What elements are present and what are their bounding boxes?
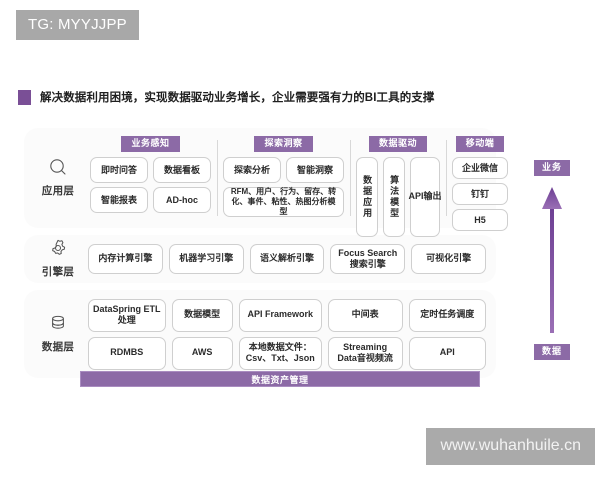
group-exploration-insight: 探索洞察 探索分析 智能洞察 RFM、用户、行为、留存、转化、事件、粘性、热图分…: [217, 134, 350, 222]
data-items: DataSpring ETL处理 数据模型 API Framework 中间表 …: [84, 298, 486, 370]
app-item-box-vertical[interactable]: 数据应用: [356, 157, 378, 237]
app-item-box[interactable]: 探索分析: [223, 157, 281, 183]
gear-icon: [32, 238, 84, 258]
app-item-box[interactable]: 企业微信: [452, 157, 508, 179]
app-item-box-models[interactable]: RFM、用户、行为、留存、转化、事件、粘性、热图分析模型: [223, 187, 344, 217]
up-arrow-icon: [541, 176, 563, 344]
engine-item-box[interactable]: Focus Search 搜索引擎: [330, 244, 406, 274]
data-item-box[interactable]: API Framework: [238, 298, 322, 332]
app-item-box[interactable]: 智能洞察: [286, 157, 344, 183]
layer-application-label: 应用层: [32, 157, 84, 199]
architecture-diagram: 应用层 业务感知 即时问答 数据看板 智能报表 AD-hoc: [24, 128, 508, 378]
data-item-box[interactable]: Streaming Data音视频流: [327, 336, 403, 370]
data-item-box[interactable]: DataSpring ETL处理: [88, 298, 166, 332]
layer-data-title: 数据层: [41, 341, 75, 353]
group-title-mobile: 移动端: [455, 136, 505, 152]
group-row: 智能报表 AD-hoc: [90, 187, 211, 213]
page-headline: 解决数据利用困境，实现数据驱动业务增长，企业需要强有力的BI工具的支撑: [18, 89, 435, 105]
layer-application-title: 应用层: [41, 185, 75, 197]
layer-engine-label: 引擎层: [32, 238, 84, 280]
layer-application: 应用层 业务感知 即时问答 数据看板 智能报表 AD-hoc: [24, 128, 508, 237]
group-body-business-sensing: 即时问答 数据看板 智能报表 AD-hoc: [90, 157, 211, 213]
layer-data-label: 数据层: [32, 313, 84, 355]
app-item-box[interactable]: 即时问答: [90, 157, 148, 183]
group-row: 探索分析 智能洞察: [223, 157, 344, 183]
value-axis: 业务 数据: [523, 160, 581, 360]
group-row: 即时问答 数据看板: [90, 157, 211, 183]
data-item-box[interactable]: API: [408, 336, 486, 370]
site-watermark: www.wuhanhuile.cn: [426, 428, 595, 465]
group-business-sensing: 业务感知 即时问答 数据看板 智能报表 AD-hoc: [84, 134, 217, 222]
database-icon: [32, 313, 84, 333]
app-item-box[interactable]: AD-hoc: [153, 187, 211, 213]
group-title-data-driven: 数据驱动: [368, 136, 427, 152]
engine-item-box[interactable]: 可视化引擎: [411, 244, 486, 274]
data-item-box[interactable]: 中间表: [327, 298, 403, 332]
group-body-data-driven: 数据应用 算法模型 API输出: [356, 157, 442, 237]
data-row-bottom: RDMBS AWS 本地数据文件：Csv、Txt、Json Streaming …: [88, 336, 486, 370]
application-groups: 业务感知 即时问答 数据看板 智能报表 AD-hoc 探索洞察: [84, 134, 514, 237]
app-item-box-vertical[interactable]: API输出: [409, 157, 442, 237]
magnifier-icon: [32, 157, 84, 177]
group-data-driven: 数据驱动 数据应用 算法模型 API输出: [350, 134, 446, 237]
mobile-items: 企业微信 钉钉 H5: [452, 157, 508, 231]
app-item-box[interactable]: 钉钉: [452, 183, 508, 205]
tg-badge: TG: MYYJJPP: [16, 10, 139, 40]
layer-engine-title: 引擎层: [41, 266, 75, 278]
group-row: 数据应用 算法模型 API输出: [356, 157, 442, 237]
group-title-business-sensing: 业务感知: [121, 136, 180, 152]
app-item-box[interactable]: 数据看板: [153, 157, 211, 183]
data-item-box[interactable]: AWS: [171, 336, 233, 370]
data-item-box[interactable]: 定时任务调度: [408, 298, 486, 332]
headline-text: 解决数据利用困境，实现数据驱动业务增长，企业需要强有力的BI工具的支撑: [40, 92, 435, 104]
app-item-box-vertical[interactable]: 算法模型: [383, 157, 405, 237]
group-row: RFM、用户、行为、留存、转化、事件、粘性、热图分析模型: [223, 187, 344, 217]
engine-item-box[interactable]: 内存计算引擎: [88, 244, 163, 274]
headline-marker-icon: [18, 89, 31, 105]
layer-engine: 引擎层 内存计算引擎 机器学习引擎 语义解析引擎 Focus Search 搜索…: [24, 235, 496, 283]
app-item-box[interactable]: H5: [452, 209, 508, 231]
group-title-exploration-insight: 探索洞察: [254, 136, 313, 152]
layer-data: 数据层 DataSpring ETL处理 数据模型 API Framework …: [24, 290, 496, 378]
axis-top-label: 业务: [533, 160, 570, 176]
data-asset-management-bar: 数据资产管理: [80, 371, 480, 387]
data-item-box[interactable]: 数据模型: [171, 298, 233, 332]
data-item-box[interactable]: RDMBS: [88, 336, 166, 370]
group-mobile: 移动端 企业微信 钉钉 H5: [446, 134, 514, 231]
engine-items: 内存计算引擎 机器学习引擎 语义解析引擎 Focus Search 搜索引擎 可…: [84, 244, 486, 274]
axis-bottom-label: 数据: [533, 344, 570, 360]
data-item-box[interactable]: 本地数据文件：Csv、Txt、Json: [238, 336, 322, 370]
group-body-exploration-insight: 探索分析 智能洞察 RFM、用户、行为、留存、转化、事件、粘性、热图分析模型: [223, 157, 344, 217]
engine-item-box[interactable]: 语义解析引擎: [249, 244, 325, 274]
data-row-top: DataSpring ETL处理 数据模型 API Framework 中间表 …: [88, 298, 486, 332]
app-item-box[interactable]: 智能报表: [90, 187, 148, 213]
group-body-mobile: 企业微信 钉钉 H5: [452, 157, 508, 231]
engine-item-box[interactable]: 机器学习引擎: [168, 244, 244, 274]
